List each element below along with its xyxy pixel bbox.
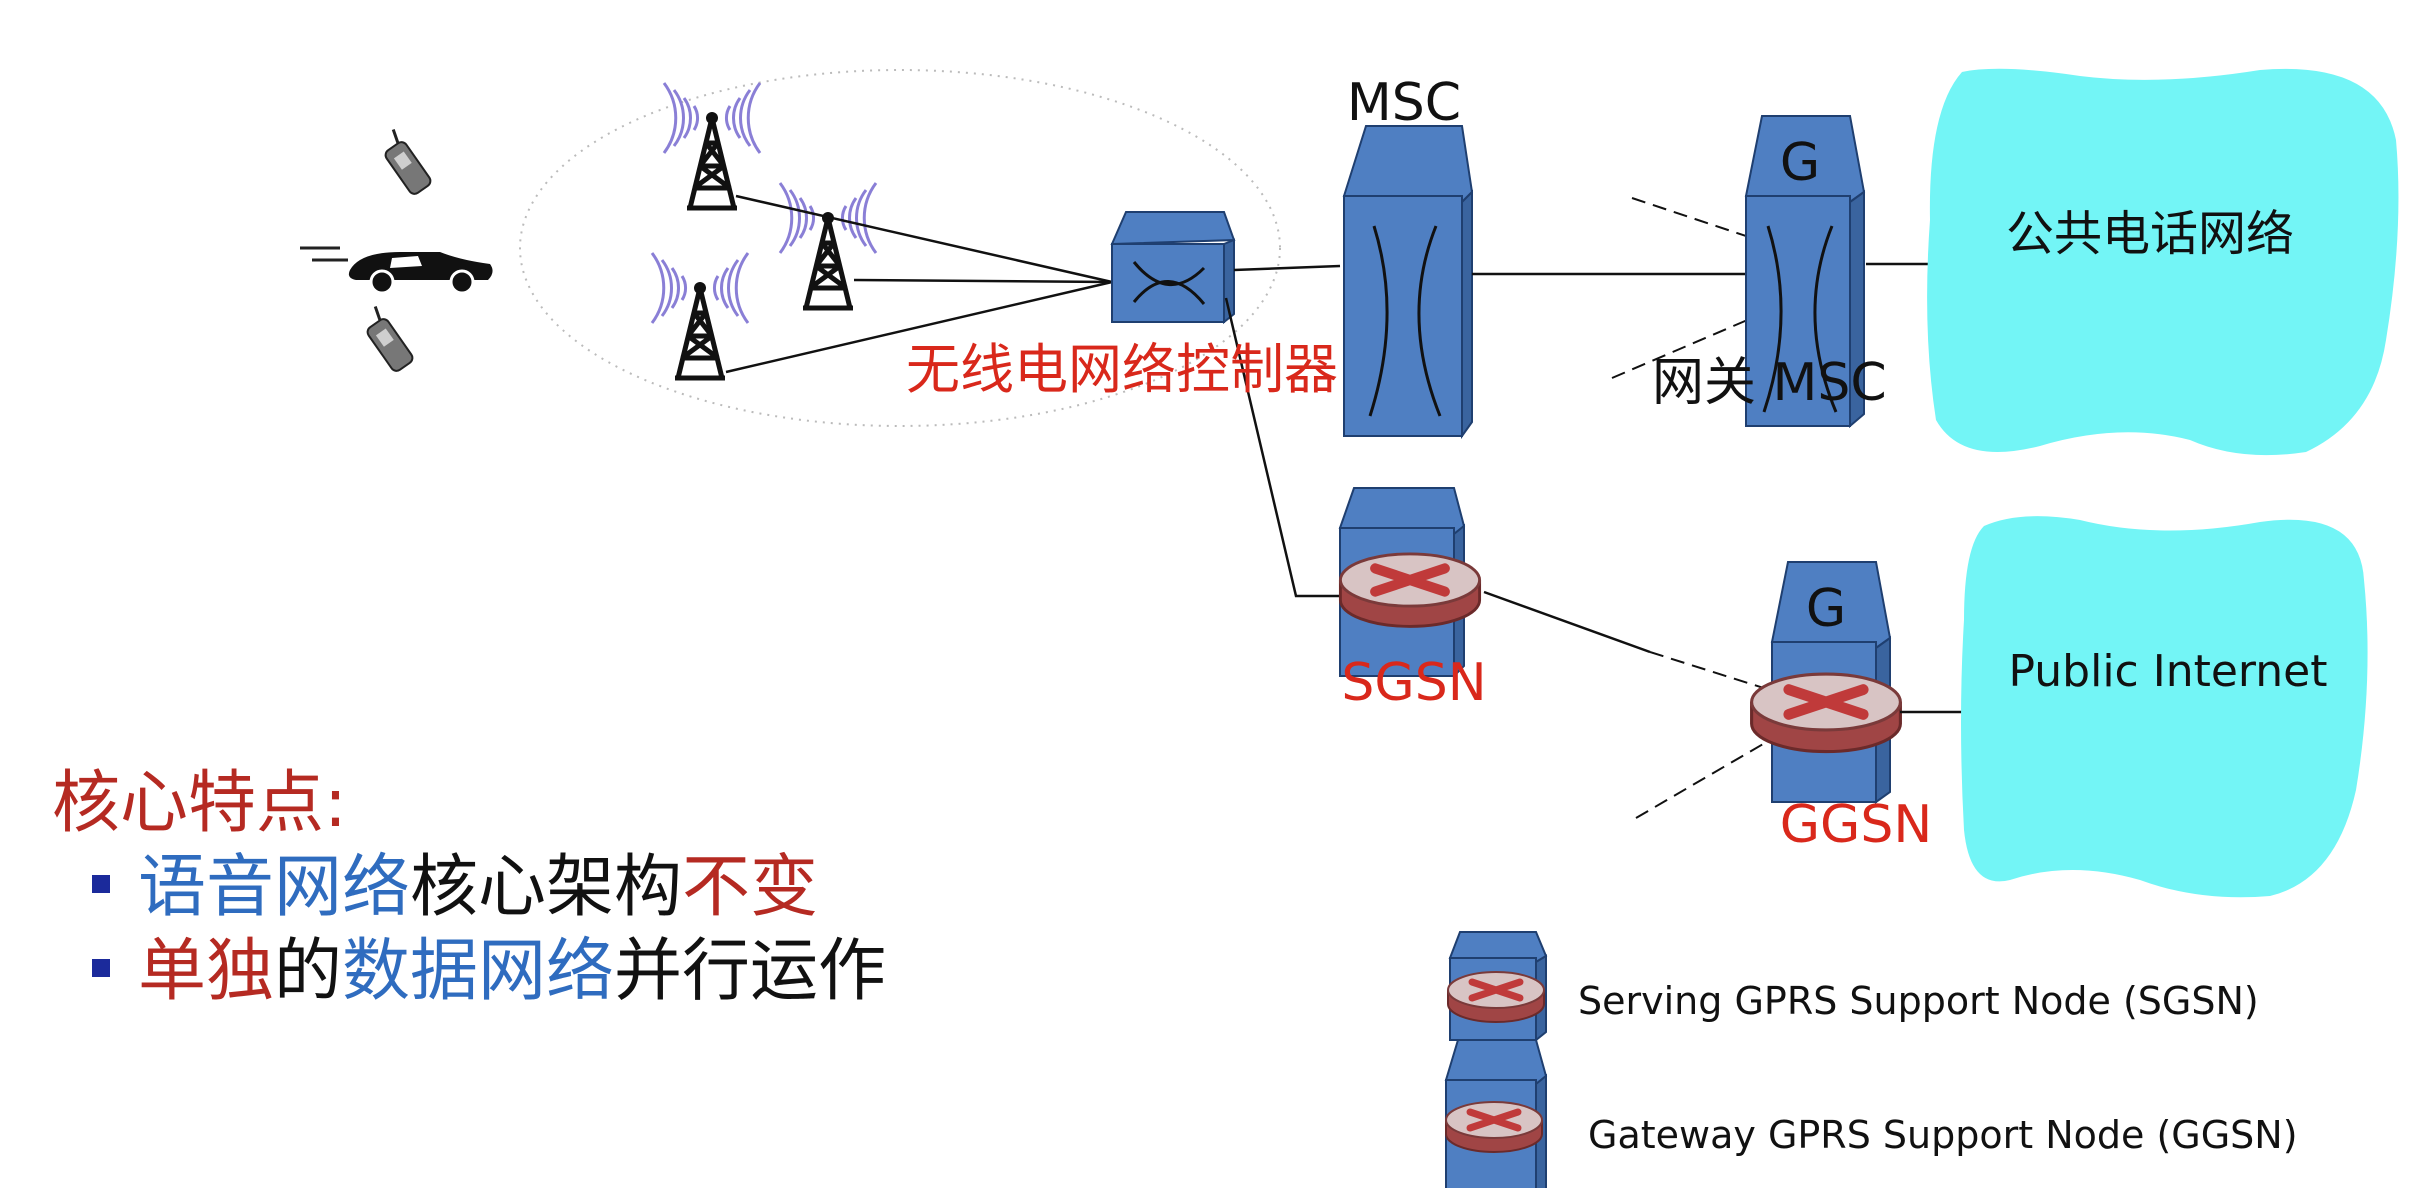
- pstn-label: 公共电话网络: [2006, 206, 2294, 262]
- feature-item-1-part3: 不变: [682, 848, 819, 927]
- feature-item: 单独的数据网络并行运作: [52, 930, 886, 1014]
- feature-item-2-part4: 并行运作: [614, 932, 887, 1011]
- mobile-phone-icon: [366, 306, 414, 372]
- internet-label: Public Internet: [2009, 646, 2328, 697]
- public-internet-cloud: [1961, 516, 2368, 898]
- bullet-icon: [92, 959, 110, 978]
- feature-item: 语音网络核心架构不变: [52, 846, 886, 930]
- base-station-icon: [662, 81, 762, 208]
- sgsn-label: SGSN: [1341, 653, 1486, 713]
- gateway-msc-label: 网关 MSC: [1652, 353, 1887, 413]
- rnc-label: 无线电网络控制器: [906, 338, 1338, 401]
- feature-item-2-part2: 的: [274, 932, 343, 1011]
- sgsn-router-icon: [1340, 554, 1479, 627]
- public-telephone-network-cloud: [1927, 68, 2399, 456]
- gateway-msc-g-letter: G: [1780, 133, 1820, 193]
- legend-ggsn-text: Gateway GPRS Support Node (GGSN): [1588, 1113, 2298, 1157]
- radio-network-controller: [1110, 211, 1236, 325]
- features-heading: 核心特点:: [52, 764, 347, 843]
- base-station-icon: [650, 251, 750, 378]
- msc-label: MSC: [1347, 73, 1461, 133]
- bullet-icon: [92, 875, 110, 894]
- legend-sgsn-text: Serving GPRS Support Node (SGSN): [1578, 979, 2259, 1023]
- feature-item-2-part1: 单独: [138, 932, 275, 1011]
- car-icon: [300, 246, 493, 295]
- feature-item-1-part2: 核心架构: [410, 848, 683, 927]
- mobile-phone-icon: [384, 129, 432, 195]
- ggsn-g-letter: G: [1806, 579, 1846, 639]
- radio-coverage-area: [519, 69, 1281, 427]
- core-features: 核心特点: 语音网络核心架构不变 单独的数据网络并行运作: [52, 762, 886, 1014]
- gateway-msc-node: [1744, 115, 1866, 429]
- msc-node: [1342, 125, 1474, 440]
- base-station-icon: [778, 181, 878, 308]
- ggsn-label: GGSN: [1780, 795, 1933, 855]
- ggsn-router-icon: [1752, 674, 1901, 752]
- feature-item-2-part3: 数据网络: [342, 932, 615, 1011]
- feature-item-1-part1: 语音网络: [138, 848, 411, 927]
